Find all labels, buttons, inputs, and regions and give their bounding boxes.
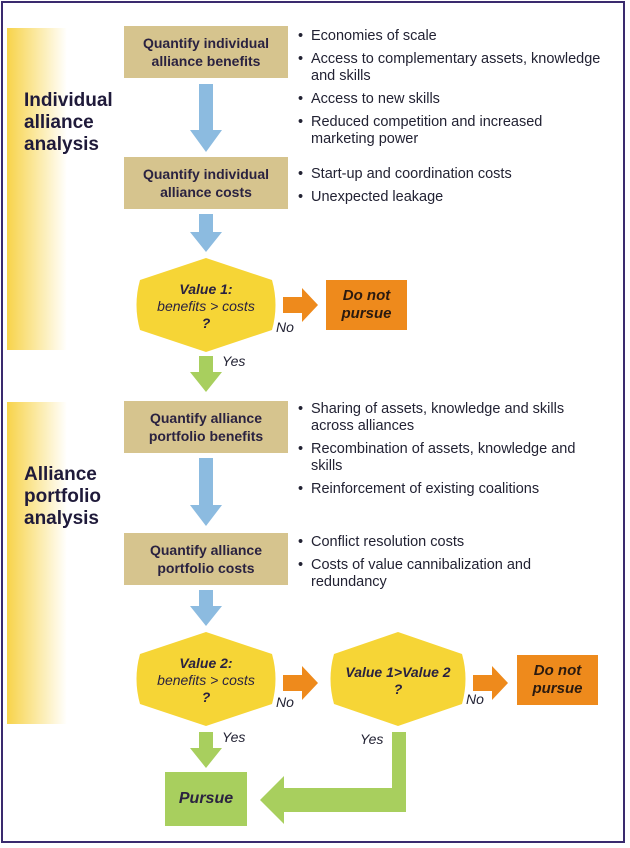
do-not-pursue-box-2: Do not pursue: [517, 655, 598, 705]
quantify-individual-costs-box: Quantify individual alliance costs: [124, 157, 288, 209]
decision-value1-vs-value2-text: Value 1>Value 2 ?: [345, 664, 451, 697]
yes-label-3: Yes: [360, 731, 384, 747]
individual-section-title: Individual alliance analysis: [24, 90, 113, 155]
no-label-3: No: [466, 691, 484, 707]
list-item: Unexpected leakage: [297, 189, 607, 206]
yes-label-1: Yes: [222, 353, 246, 369]
quantify-individual-benefits-box: Quantify individual alliance benefits: [124, 26, 288, 78]
green-arrow-yes-2: [190, 732, 222, 768]
decision-diamond-value2: [136, 632, 276, 726]
individual-costs-list: Start-up and coordination costs Unexpect…: [297, 166, 607, 212]
decision-value1-text: Value 1: benefits > costs ?: [157, 281, 255, 331]
list-item: Reduced competition and increased market…: [297, 114, 607, 148]
list-item: Access to new skills: [297, 91, 607, 108]
no-label-1: No: [276, 319, 294, 335]
list-item: Sharing of assets, knowledge and skills …: [297, 401, 607, 435]
orange-arrow-no-3: [473, 666, 508, 700]
portfolio-benefits-list: Sharing of assets, knowledge and skills …: [297, 401, 607, 504]
portfolio-costs-list: Conflict resolution costs Costs of value…: [297, 534, 607, 597]
blue-arrow-4: [190, 590, 222, 626]
no-label-2: No: [276, 694, 294, 710]
list-item: Conflict resolution costs: [297, 534, 607, 551]
list-item: Reinforcement of existing coalitions: [297, 481, 607, 498]
pursue-box: Pursue: [165, 772, 247, 826]
green-elbow-arrow: [260, 732, 406, 824]
orange-arrow-no-2: [283, 666, 318, 700]
blue-arrow-3: [190, 458, 222, 526]
individual-benefits-list: Economies of scale Access to complementa…: [297, 28, 607, 154]
decision-diamond-value1-vs-value2: [330, 632, 466, 726]
list-item: Start-up and coordination costs: [297, 166, 607, 183]
list-item: Access to complementary assets, knowledg…: [297, 51, 607, 85]
blue-arrow-1: [190, 84, 222, 152]
blue-arrow-2: [190, 214, 222, 252]
do-not-pursue-box-1: Do not pursue: [326, 280, 407, 330]
decision-value2-text: Value 2: benefits > costs ?: [157, 655, 255, 705]
list-item: Economies of scale: [297, 28, 607, 45]
portfolio-section-band: [7, 402, 67, 724]
green-arrow-yes-1: [190, 356, 222, 392]
quantify-portfolio-costs-box: Quantify alliance portfolio costs: [124, 533, 288, 585]
list-item: Recombination of assets, knowledge and s…: [297, 441, 607, 475]
individual-section-band: [7, 28, 67, 350]
portfolio-section-title: Alliance portfolio analysis: [24, 464, 102, 529]
decision-diamond-value1: [136, 258, 276, 352]
quantify-portfolio-benefits-box: Quantify alliance portfolio benefits: [124, 401, 288, 453]
orange-arrow-no-1: [283, 288, 318, 322]
list-item: Costs of value cannibalization and redun…: [297, 557, 607, 591]
yes-label-2: Yes: [222, 729, 246, 745]
